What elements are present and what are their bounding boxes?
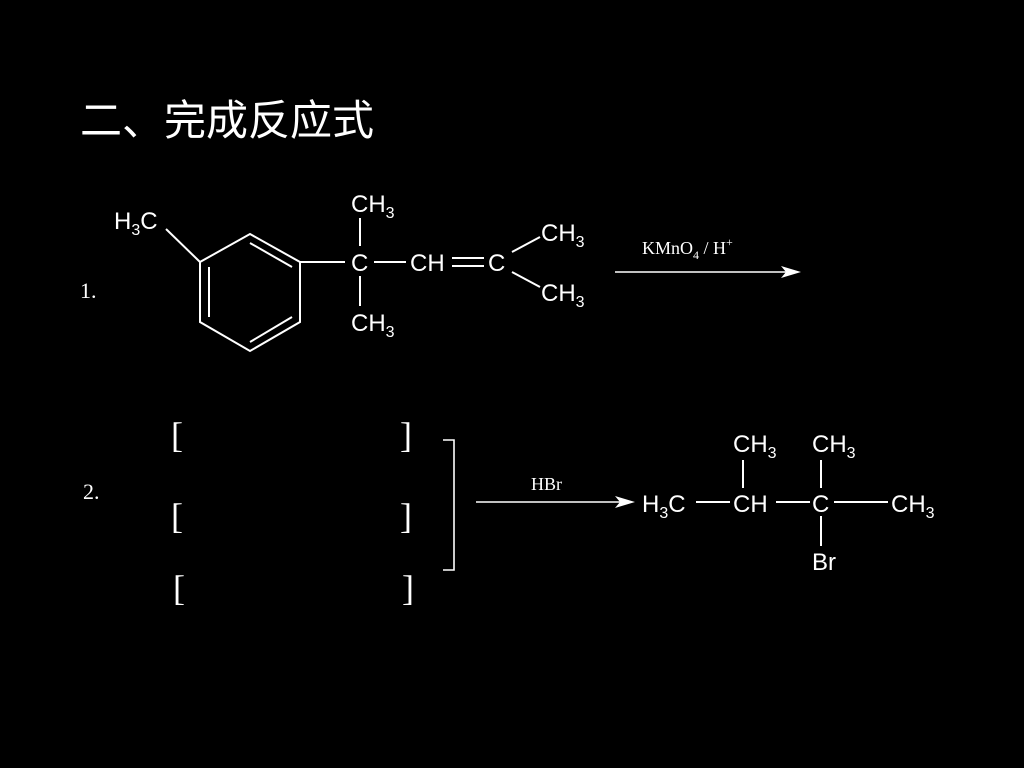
bond-alkene-methyl-bottom xyxy=(511,271,541,288)
product-methyl-top-2: CH3 xyxy=(812,431,856,462)
answer-bracket-1-left: [ xyxy=(171,415,183,455)
benzene-ring xyxy=(199,232,301,353)
reaction-2-number: 2. xyxy=(83,479,100,504)
product-ch: CH xyxy=(733,491,768,518)
alkene-c-label: C xyxy=(488,250,505,277)
reaction-1-number: 1. xyxy=(80,278,97,303)
product-left-methyl: H3C xyxy=(642,491,686,522)
methyl-top-label: CH3 xyxy=(351,191,395,222)
alkene-ch-label: CH xyxy=(410,250,445,277)
reaction-2-arrow-head xyxy=(615,496,635,508)
quaternary-c-label: C xyxy=(351,250,368,277)
answer-bracket-2-right: ] xyxy=(400,496,412,536)
ring-inner-bond-1 xyxy=(249,242,293,268)
ring-methyl-label: H3C xyxy=(114,208,158,239)
alkene-methyl-bottom-label: CH3 xyxy=(541,280,585,311)
bond-ring-methyl xyxy=(165,228,201,263)
reaction-1-reagent: KMnO4 / H+ xyxy=(642,235,733,262)
product-right-methyl: CH3 xyxy=(891,491,935,522)
slide-title: 二、完成反应式 xyxy=(80,96,374,145)
bond-alkene-methyl-top xyxy=(511,236,541,253)
product-br: Br xyxy=(812,549,836,576)
reaction-1-arrow-head xyxy=(781,266,801,278)
methyl-bottom-label: CH3 xyxy=(351,310,395,341)
grouping-bracket xyxy=(443,439,455,571)
ring-inner-bond-2 xyxy=(249,316,293,343)
answer-bracket-3-right: ] xyxy=(402,568,414,608)
alkene-methyl-top-label: CH3 xyxy=(541,220,585,251)
reaction-2-reagent: HBr xyxy=(531,474,562,494)
answer-bracket-3-left: [ xyxy=(173,568,185,608)
reaction-2-product: H3C CH C CH3 CH3 CH3 Br xyxy=(642,431,935,576)
product-c: C xyxy=(812,491,829,518)
answer-bracket-2-left: [ xyxy=(171,496,183,536)
reaction-1-reactant: H3C C CH3 CH3 CH C CH3 CH3 xyxy=(114,191,585,353)
product-methyl-top-1: CH3 xyxy=(733,431,777,462)
answer-bracket-1-right: ] xyxy=(400,415,412,455)
